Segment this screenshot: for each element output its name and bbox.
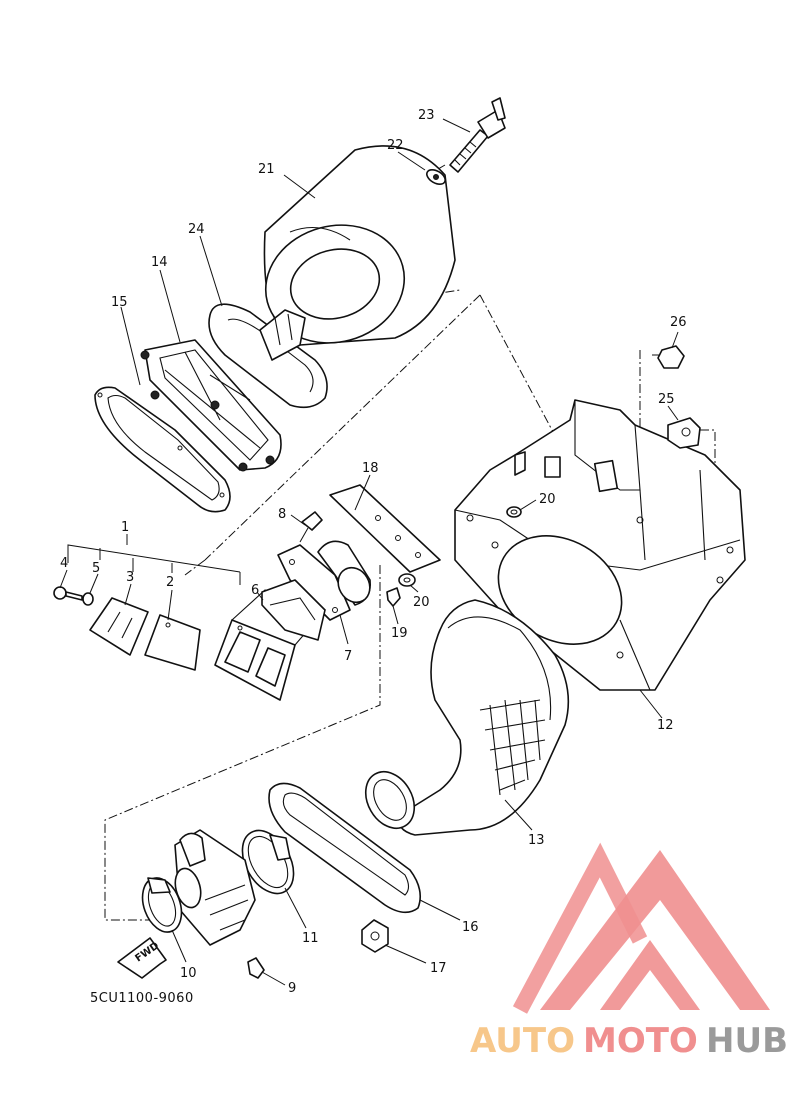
- reed-valve-group: [67, 534, 241, 585]
- grommet-upper: [506, 506, 522, 518]
- case-clip: [667, 417, 701, 449]
- callout-12: 12: [657, 718, 674, 733]
- callout-8: 8: [278, 507, 286, 522]
- watermark-logo: AUTO MOTO HUB: [470, 842, 788, 1061]
- callout-10: 10: [180, 966, 197, 981]
- flange-nut: [361, 919, 389, 953]
- grommet-lower: [398, 573, 416, 587]
- callout-6: 6: [251, 583, 259, 598]
- small-clip: [247, 957, 265, 979]
- callout-5: 5: [92, 561, 100, 576]
- callout-19: 19: [391, 626, 408, 641]
- callout-1: 1: [121, 520, 129, 535]
- callout-24: 24: [188, 222, 205, 237]
- reed-valve-block: [261, 579, 326, 641]
- reed-washer: [82, 592, 94, 606]
- diagram-part-code: 5CU1100-9060: [90, 991, 194, 1006]
- callout-16: 16: [462, 920, 479, 935]
- forward-direction-indicator: FWD: [117, 937, 167, 979]
- callout-9: 9: [288, 981, 296, 996]
- joint-bolt: [299, 511, 323, 543]
- filter-cage: [140, 339, 282, 472]
- callout-2: 2: [166, 575, 174, 590]
- callout-25: 25: [658, 392, 675, 407]
- reed-stopper: [89, 597, 149, 656]
- callout-labels: 1 2 3 4 5 6 7 8 9 10 11 12 13 14 15 16 1…: [60, 108, 687, 996]
- callout-21: 21: [258, 162, 275, 177]
- watermark-hub-text: HUB: [706, 1021, 788, 1061]
- callout-13: 13: [528, 833, 545, 848]
- callout-23: 23: [418, 108, 435, 123]
- wing-bolt: [449, 97, 506, 173]
- callout-20-lower: 20: [413, 595, 430, 610]
- filter-guide: [208, 303, 328, 409]
- carburetor-joint: [277, 540, 372, 621]
- callout-14: 14: [151, 255, 168, 270]
- callout-7: 7: [344, 649, 352, 664]
- reed-screw: [53, 586, 83, 601]
- carb-clamp: [141, 877, 183, 933]
- airbox-gasket: [94, 386, 231, 513]
- watermark-triangle-mark: [540, 850, 770, 1010]
- push-clip: [386, 587, 401, 607]
- callout-20-upper: 20: [539, 492, 556, 507]
- intake-plate: [329, 484, 441, 573]
- callout-11: 11: [302, 931, 319, 946]
- reed-petal: [144, 614, 201, 671]
- callout-3: 3: [126, 570, 134, 585]
- callout-18: 18: [362, 461, 379, 476]
- boot-flange-gasket: [268, 782, 421, 914]
- callout-17: 17: [430, 961, 447, 976]
- case-bolt: [652, 345, 685, 369]
- watermark-moto-text: MOTO: [583, 1021, 698, 1061]
- callout-22: 22: [387, 138, 404, 153]
- callout-4: 4: [60, 556, 68, 571]
- carburetor: [174, 829, 256, 946]
- filter-washer: [426, 168, 446, 186]
- callout-26: 26: [670, 315, 687, 330]
- leader-lines: [59, 118, 679, 986]
- intake-boot: [364, 599, 570, 836]
- watermark-auto-text: AUTO: [470, 1021, 575, 1061]
- callout-15: 15: [111, 295, 128, 310]
- reed-valve-body: [214, 589, 326, 701]
- boot-clamp: [241, 829, 295, 895]
